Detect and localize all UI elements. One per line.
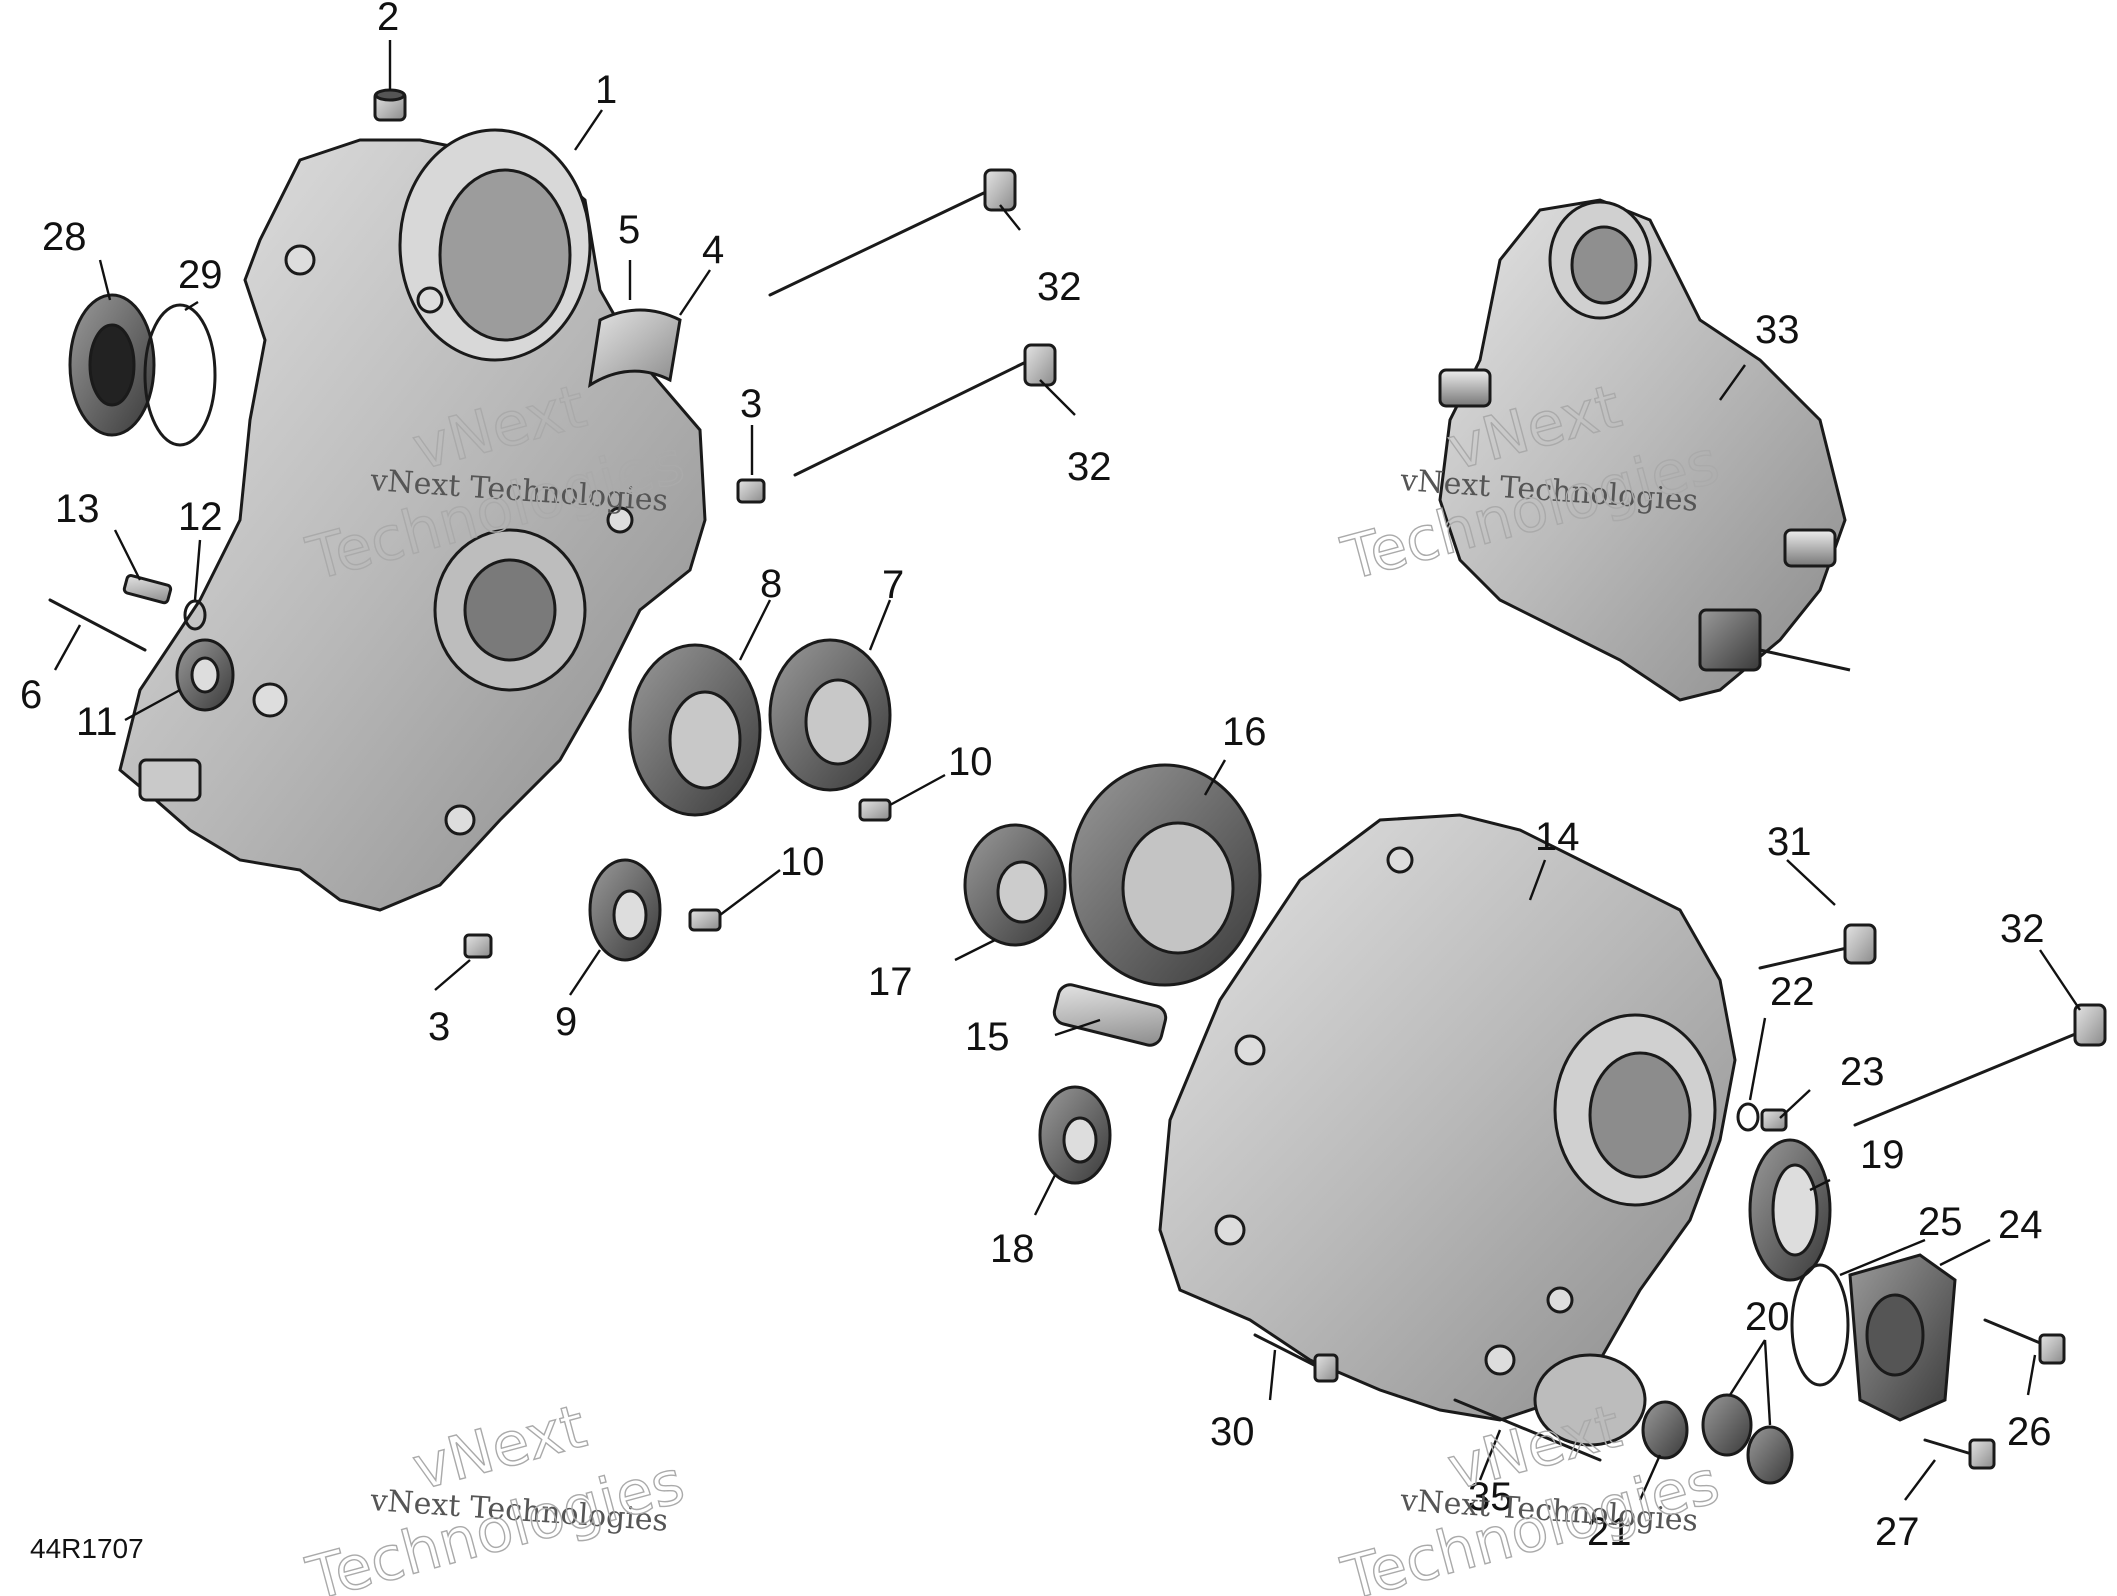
callout-17: 17 — [868, 960, 913, 1004]
watermark-bottom-left: vNext vNext Technologies Technologies — [299, 1391, 692, 1596]
callout-1: 1 — [595, 68, 617, 112]
callout-15: 15 — [965, 1015, 1010, 1059]
sleeve-part-15 — [1052, 983, 1168, 1047]
bolt-part-30 — [1253, 1333, 1339, 1383]
callout-23: 23 — [1840, 1050, 1885, 1094]
leader-lines — [53, 40, 2081, 1501]
bearing-part-11 — [175, 638, 235, 712]
callout-3b: 3 — [428, 1005, 450, 1049]
o-ring-part-12 — [183, 599, 207, 631]
callout-7: 7 — [882, 563, 904, 607]
bearing-part-16 — [1068, 763, 1262, 987]
o-ring-part-22 — [1736, 1102, 1760, 1132]
callout-10b: 10 — [780, 840, 825, 884]
bearing-part-9 — [588, 858, 662, 962]
bolt-part-32c — [1853, 1003, 2107, 1127]
bolt-part-27 — [1923, 1438, 1996, 1470]
callout-4: 4 — [702, 228, 724, 272]
callout-5: 5 — [618, 208, 640, 252]
bolt-part-31 — [1758, 923, 1877, 970]
bearing-part-18 — [1038, 1085, 1112, 1185]
plug-part-13 — [122, 574, 173, 605]
plug-part-23 — [1760, 1108, 1788, 1132]
bushing-part-5 — [588, 308, 682, 389]
transmission-assembly-part-33 — [1438, 198, 1851, 702]
nut-part-2 — [373, 88, 407, 122]
callout-28: 28 — [42, 215, 87, 259]
bearing-part-7 — [768, 638, 892, 792]
bolt-part-26 — [1983, 1318, 2066, 1365]
callout-32a: 32 — [1037, 265, 1082, 309]
plug-part-10b — [688, 908, 722, 932]
o-ring-part-29 — [143, 303, 217, 447]
seal-part-19 — [1748, 1138, 1832, 1282]
callout-18: 18 — [990, 1227, 1035, 1271]
callout-9: 9 — [555, 1000, 577, 1044]
bearing-part-8 — [628, 643, 762, 817]
bearing-part-17 — [963, 823, 1067, 947]
callout-32c: 32 — [2000, 907, 2045, 951]
callout-3a: 3 — [740, 382, 762, 426]
bolt-part-32b — [793, 343, 1057, 477]
pin-part-6 — [48, 598, 147, 652]
dowel-part-3b — [463, 933, 493, 959]
callout-10a: 10 — [948, 740, 993, 784]
callout-31: 31 — [1767, 820, 1812, 864]
callout-24: 24 — [1998, 1203, 2043, 1247]
cover-part-28 — [68, 293, 156, 437]
callout-13: 13 — [55, 487, 100, 531]
bearing-part-20a — [1701, 1393, 1753, 1457]
callout-6: 6 — [20, 673, 42, 717]
callout-30: 30 — [1210, 1410, 1255, 1454]
callout-21: 21 — [1587, 1510, 1632, 1554]
callout-29: 29 — [178, 253, 223, 297]
callout-20: 20 — [1745, 1295, 1790, 1339]
callout-16: 16 — [1222, 710, 1267, 754]
diagram-reference-code: 44R1707 — [30, 1533, 144, 1564]
callout-25: 25 — [1918, 1200, 1963, 1244]
plug-part-10a — [858, 798, 892, 822]
callout-labels: 1 2 3 3 4 5 6 7 8 9 10 10 11 12 13 14 15… — [20, 0, 2052, 1554]
bearing-part-21 — [1641, 1400, 1689, 1460]
callout-26: 26 — [2007, 1410, 2052, 1454]
callout-8: 8 — [760, 562, 782, 606]
callout-19: 19 — [1860, 1133, 1905, 1177]
callout-32b: 32 — [1067, 445, 1112, 489]
rod-part-35 — [1453, 1398, 1602, 1462]
o-ring-part-25 — [1790, 1263, 1850, 1387]
callout-2: 2 — [377, 0, 399, 39]
callout-12: 12 — [178, 495, 223, 539]
callout-35: 35 — [1468, 1475, 1513, 1519]
dowel-part-3a — [736, 478, 766, 504]
callout-14: 14 — [1535, 815, 1580, 859]
callout-22: 22 — [1770, 970, 1815, 1014]
callout-11: 11 — [76, 700, 118, 744]
bearing-part-20b — [1746, 1425, 1794, 1485]
cover-part-24 — [1848, 1253, 1957, 1422]
callout-33: 33 — [1755, 308, 1800, 352]
callout-27: 27 — [1875, 1510, 1920, 1554]
left-housing-part-1 — [118, 128, 707, 912]
right-housing-part-14 — [1158, 813, 1737, 1447]
bolt-part-32a — [768, 168, 1017, 297]
